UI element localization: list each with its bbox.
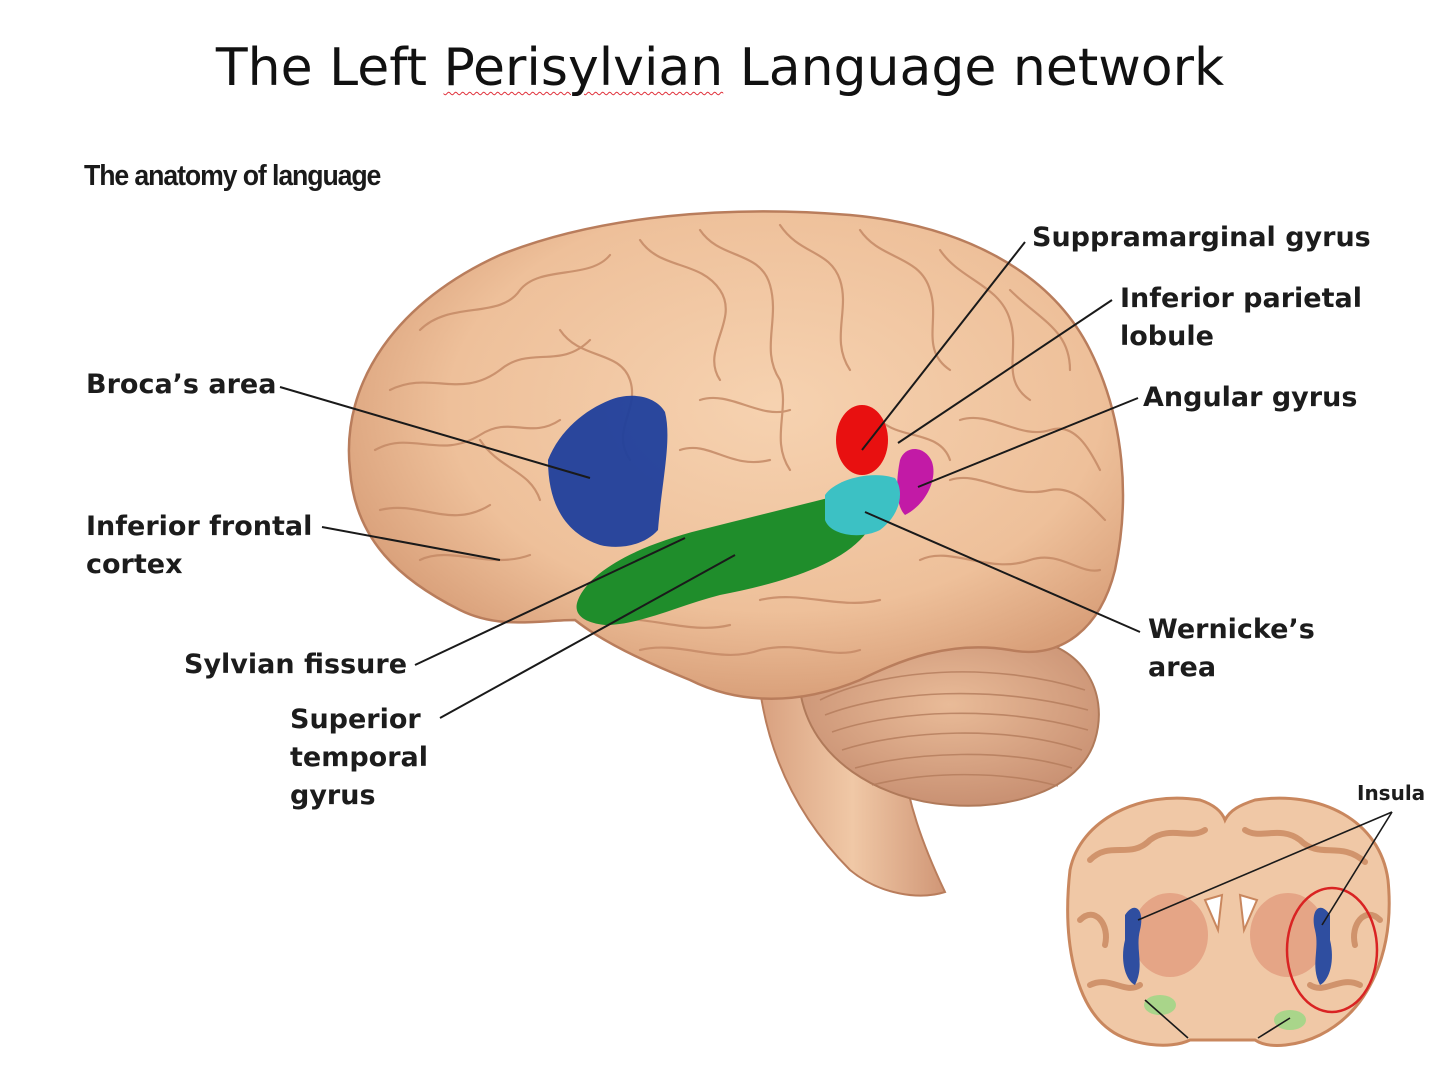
left-insula-region <box>1123 907 1142 985</box>
label-angular-gyrus: Angular gyrus <box>1143 382 1358 413</box>
label-inferior-parietal-line1: Inferior parietal <box>1120 283 1362 314</box>
label-inferior-parietal-line2: lobule <box>1120 321 1214 352</box>
label-supramarginal-gyrus: Suppramarginal gyrus <box>1032 222 1371 253</box>
label-superior-temporal-line2: temporal <box>290 742 429 773</box>
wernicke-area-region <box>825 475 900 536</box>
cerebellum-folia <box>819 671 1089 787</box>
insula-highlight-circle <box>1285 886 1379 1014</box>
title-prefix: The Left <box>215 38 444 98</box>
angular-gyrus-region <box>897 448 934 515</box>
label-insula: Insula <box>1357 781 1426 805</box>
figure-caption: The anatomy of language <box>84 160 381 192</box>
coronal-section-inset <box>1066 796 1393 1047</box>
label-inferior-frontal-line2: cortex <box>86 549 183 580</box>
supramarginal-gyrus-region <box>836 405 888 475</box>
label-superior-temporal-line1: Superior <box>290 704 421 735</box>
slide-title: The Left Perisylvian Language network <box>0 38 1440 98</box>
gyri-texture <box>373 223 1107 657</box>
label-wernicke-line2: area <box>1148 652 1217 683</box>
label-broca-area: Broca’s area <box>86 369 277 400</box>
coronal-outline <box>1066 796 1391 1047</box>
cerebrum <box>347 210 1125 700</box>
leader-lines <box>279 241 1141 719</box>
title-suffix: Language network <box>723 38 1225 98</box>
label-superior-temporal-line3: gyrus <box>290 780 376 811</box>
right-insula-region <box>1313 907 1332 985</box>
label-inferior-frontal-line1: Inferior frontal <box>86 511 313 542</box>
broca-area-region <box>548 395 668 547</box>
label-sylvian-fissure: Sylvian fissure <box>184 649 408 680</box>
label-wernicke-line1: Wernicke’s <box>1148 614 1315 645</box>
superior-temporal-gyrus-region <box>576 490 875 625</box>
title-spellcheck-word: Perisylvian <box>443 38 724 98</box>
